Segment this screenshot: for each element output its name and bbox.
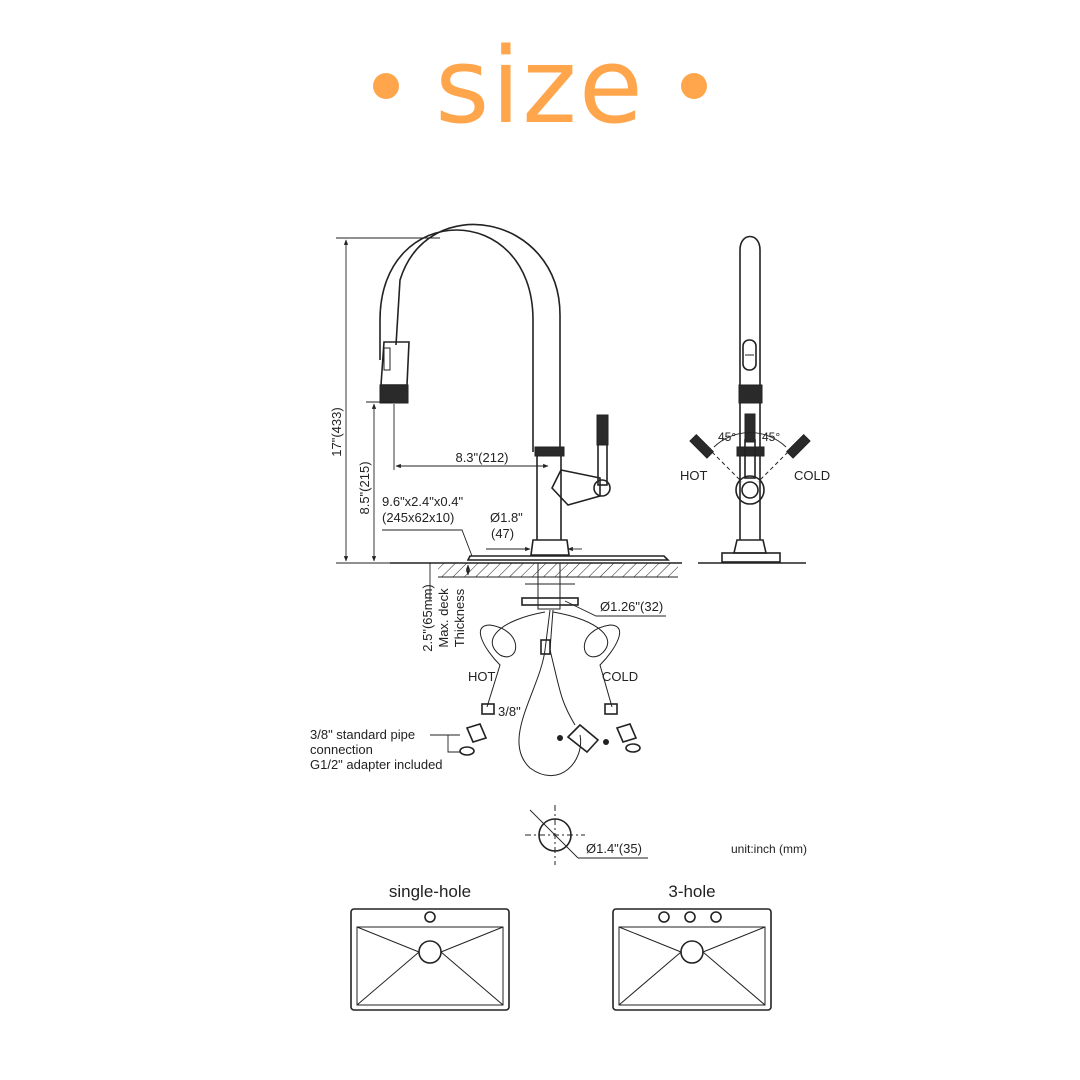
label-angle-left: 45°: [718, 430, 736, 444]
sink-single-hole: single-hole: [350, 882, 510, 1011]
sprayer-hose: [518, 609, 582, 777]
spout-inner-line: [395, 223, 561, 452]
label-reach: 8.3"(212): [455, 450, 508, 465]
label-sink-3-hole: 3-hole: [668, 882, 715, 901]
label-hose-size: 3/8": [498, 704, 521, 719]
sink-three-outline: [612, 908, 772, 1011]
sink-three-hole: 3-hole: [612, 882, 772, 1011]
weight-screw: [557, 735, 563, 741]
label-angle-right: 45°: [762, 430, 780, 444]
label-base-diameter-mm: (47): [491, 526, 514, 541]
handle-hub: [551, 469, 601, 506]
faucet-side-view: 17"(433) 8.5"(215) 8.3"(212) 9.6"x2.4"x0…: [310, 223, 682, 777]
washer-cold: [625, 743, 641, 753]
label-unit: unit:inch (mm): [731, 842, 807, 856]
countertop-hatch: [438, 563, 678, 577]
title-text: size: [435, 25, 645, 147]
sink-three-faucet-hole-right: [710, 911, 722, 923]
hose-cold: [552, 611, 621, 708]
label-height-total: 17"(433): [329, 407, 344, 456]
body-ring: [534, 446, 565, 457]
page-title: size: [0, 34, 1080, 138]
label-cold-front: COLD: [794, 468, 830, 483]
sink-three-faucet-hole-center: [684, 911, 696, 923]
label-cold-hose: COLD: [602, 669, 638, 684]
shank-diameter-leader: [564, 600, 666, 617]
sink-three-drain: [680, 940, 704, 964]
angle-arc: [713, 432, 787, 448]
spout-outer-line: [379, 229, 534, 452]
label-deck-thickness-1: 2.5"(65mm): [420, 584, 435, 651]
label-height-spout: 8.5"(215): [357, 461, 372, 514]
sink-single-drain: [418, 940, 442, 964]
sink-three-faucet-hole-left: [658, 911, 670, 923]
hose-connector: [540, 639, 551, 655]
faucet-front-view: 45° 45° HOT COLD: [680, 235, 830, 564]
label-pipe-note-2: connection: [310, 742, 373, 757]
front-base: [732, 539, 768, 554]
hose-end-hot: [481, 703, 495, 715]
label-base-diameter: Ø1.8": [490, 510, 523, 525]
sink-single-faucet-hole: [424, 911, 436, 923]
front-deck-plate: [721, 552, 781, 563]
front-spray-button: [742, 339, 757, 371]
adapter-hot: [465, 723, 488, 743]
label-deck-thickness-3: Thickness: [452, 588, 467, 647]
pipe-note-leader: [430, 734, 460, 753]
front-body: [739, 456, 761, 540]
mounting-nut: [521, 597, 579, 606]
label-hot-hose: HOT: [468, 669, 496, 684]
deck-plate-leader: [382, 529, 473, 557]
deck-plate: [466, 555, 670, 561]
sink-single-basin: [356, 926, 504, 1006]
spray-head-ring: [379, 384, 409, 404]
label-sink-single-hole: single-hole: [389, 882, 471, 901]
hole-diameter-detail: Ø1.4"(35) unit:inch (mm): [525, 805, 807, 865]
front-handle-grip-hot: [689, 433, 715, 459]
hose-weight: [566, 723, 600, 754]
label-shank-diameter: Ø1.26"(32): [600, 599, 663, 614]
front-spray-ring: [738, 384, 763, 404]
label-deck-thickness-2: Max. deck: [436, 588, 451, 648]
sink-three-basin: [618, 926, 766, 1006]
label-deck-plate-mm: (245x62x10): [382, 510, 454, 525]
label-pipe-note-1: 3/8" standard pipe: [310, 727, 415, 742]
spray-button: [383, 347, 391, 371]
handle-grip: [596, 414, 609, 446]
hose-hot: [479, 611, 546, 708]
title-dot-right: [680, 73, 707, 99]
front-handle-hub: [735, 475, 765, 505]
shank: [537, 562, 561, 610]
washer-hot: [459, 746, 475, 756]
label-deck-plate-in: 9.6"x2.4"x0.4": [382, 494, 463, 509]
title-dot-left: [373, 73, 400, 99]
front-spout: [739, 235, 761, 385]
adapter-cold: [615, 723, 638, 743]
sink-single-outline: [350, 908, 510, 1011]
front-body-ring: [736, 446, 765, 457]
label-pipe-note-3: G1/2" adapter included: [310, 757, 443, 772]
front-handle-grip-cold: [785, 433, 811, 459]
label-hot-front: HOT: [680, 468, 708, 483]
faucet-body: [536, 456, 562, 540]
hole-diameter-leader: [529, 809, 579, 859]
faucet-base: [530, 539, 570, 556]
hose-end-cold: [604, 703, 618, 715]
handle-knob: [593, 479, 611, 497]
front-handle-grip-center: [744, 413, 756, 443]
label-hole-diameter: Ø1.4"(35): [586, 841, 642, 856]
